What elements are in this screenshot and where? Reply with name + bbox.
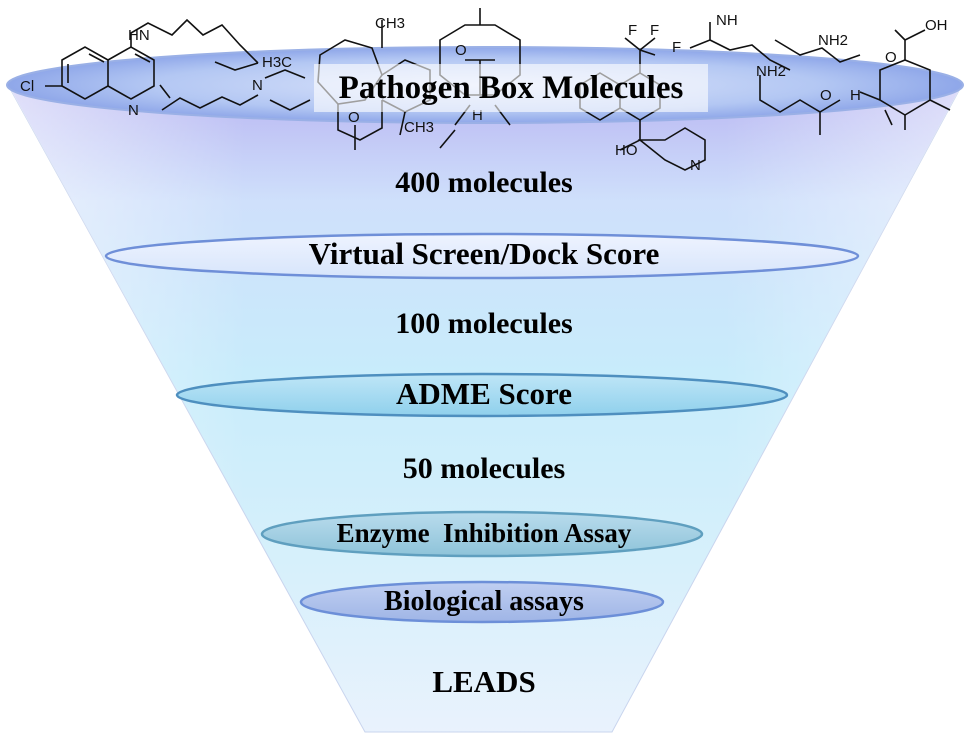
ring-enzyme (260, 510, 704, 558)
atom-nh-ring: N (690, 157, 701, 174)
atom-o-c: O (820, 87, 832, 104)
atom-oh: OH (925, 17, 948, 34)
atom-nh: NH (716, 12, 738, 29)
atom-ho: HO (615, 142, 638, 159)
atom-f3: F (672, 39, 681, 56)
atom-cl: Cl (20, 78, 34, 95)
title-backdrop (314, 64, 708, 112)
atom-ch3-a: CH3 (375, 15, 405, 32)
atom-ch3-b: CH3 (404, 119, 434, 136)
atom-o-b: O (455, 42, 467, 59)
ring-adme (175, 372, 789, 418)
stage-adme: ADME Score (396, 376, 572, 411)
atom-n-plus: N (252, 77, 263, 94)
atom-nh2-b: NH2 (756, 63, 786, 80)
funnel-title: Pathogen Box Molecules (338, 70, 684, 106)
atom-f1: F (628, 22, 637, 39)
atom-nh2-a: NH2 (818, 32, 848, 49)
stage-leads: LEADS (432, 664, 536, 699)
atom-n: N (128, 102, 139, 119)
atom-h3c: H3C (262, 54, 292, 71)
stage-400-molecules: 400 molecules (395, 166, 573, 199)
stage-100-molecules: 100 molecules (395, 307, 573, 340)
molecule-atom-labels: Cl HN N CH3 H3C N CH3 O H O F F F NH NH2… (20, 12, 948, 174)
stage-biological-assays: Biological assays (384, 586, 584, 617)
stage-50-molecules: 50 molecules (402, 452, 566, 485)
atom-o-a: O (348, 109, 360, 126)
atom-o-d: O (885, 49, 897, 66)
atom-hn: HN (128, 27, 150, 44)
atom-h-b: H (850, 87, 861, 104)
ring-virtual-screen (104, 232, 860, 280)
atom-f2: F (650, 22, 659, 39)
stage-enzyme-assay: Enzyme Inhibition Assay (336, 518, 632, 548)
stage-virtual-screen: Virtual Screen/Dock Score (308, 236, 660, 271)
ring-biological (299, 580, 665, 624)
atom-h: H (472, 107, 483, 124)
